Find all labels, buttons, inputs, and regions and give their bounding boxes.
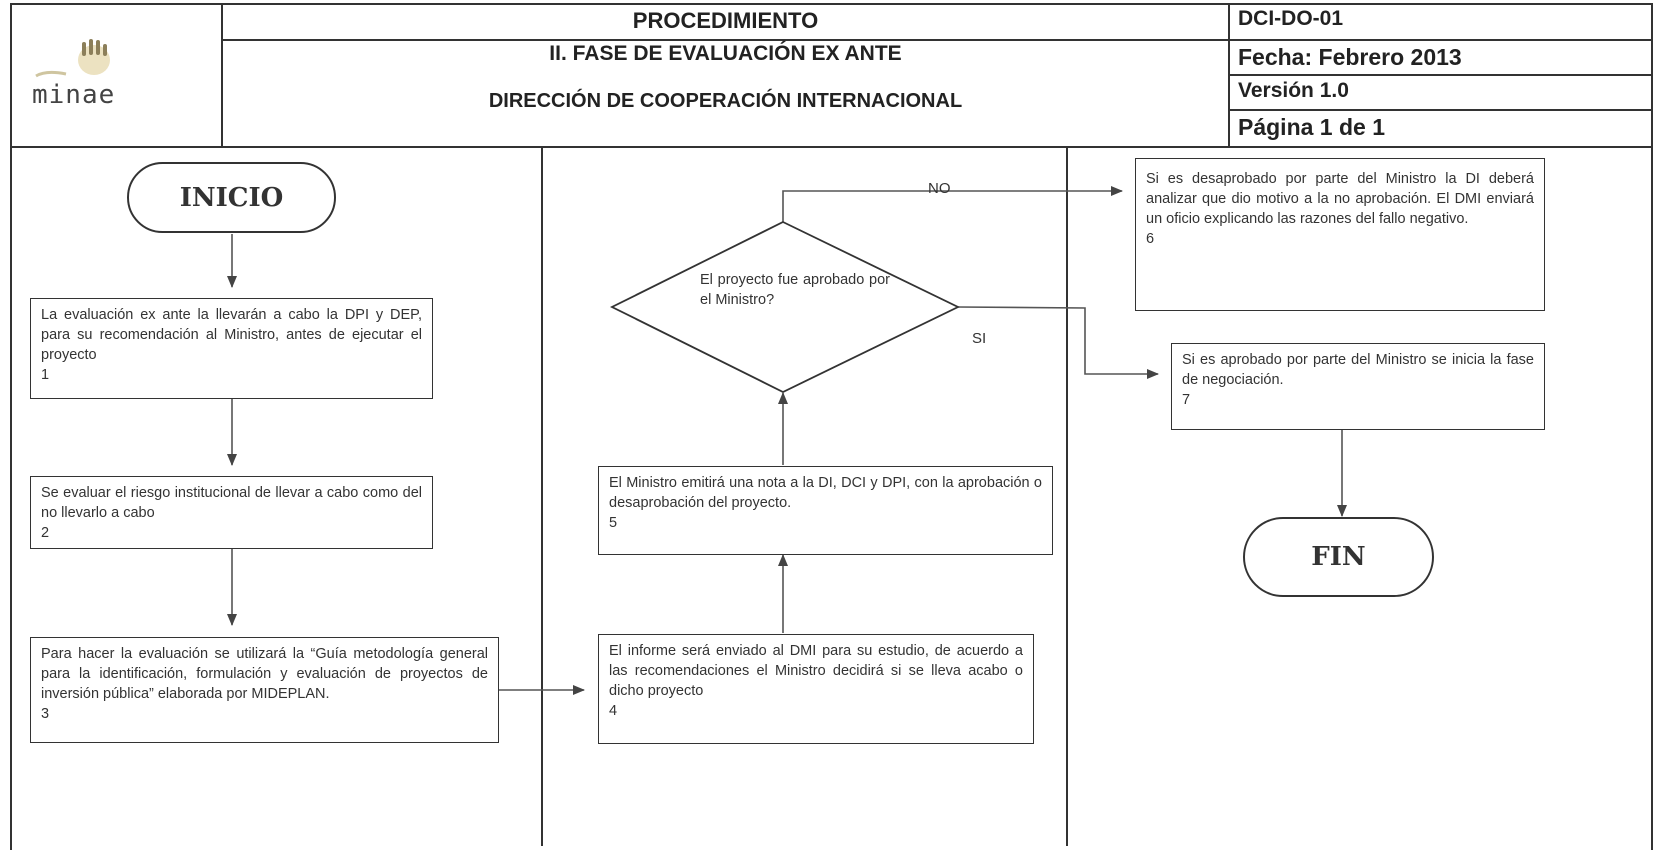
- decision-diamond: [609, 220, 961, 394]
- step-4-number: 4: [609, 703, 618, 719]
- step-6-number: 6: [1146, 231, 1155, 247]
- label-no: NO: [928, 180, 951, 197]
- flow-frame: [10, 147, 1653, 850]
- header-row-line-2: [1228, 39, 1653, 41]
- step-7-number: 7: [1182, 392, 1191, 408]
- header-row-line-4: [1228, 109, 1653, 111]
- phase-title: II. FASE DE EVALUACIÓN EX ANTE: [549, 42, 902, 65]
- column-divider-2: [1066, 147, 1068, 846]
- step-5-box: El Ministro emitirá una nota a la DI, DC…: [598, 466, 1053, 555]
- step-5-number: 5: [609, 515, 618, 531]
- arrow-si-to-step7: [957, 306, 1159, 379]
- document-code: DCI-DO-01: [1238, 7, 1344, 30]
- header-row-line-1: [221, 39, 1230, 41]
- step-2-box: Se evaluar el riesgo institucional de ll…: [30, 476, 433, 549]
- step-1-text: La evaluación ex ante la llevarán a cabo…: [41, 307, 422, 363]
- document-version: Versión 1.0: [1238, 79, 1349, 102]
- step-5-text: El Ministro emitirá una nota a la DI, DC…: [609, 475, 1042, 511]
- step-4-box: El informe será enviado al DMI para su e…: [598, 634, 1034, 744]
- step-6-text: Si es desaprobado por parte del Ministro…: [1146, 171, 1534, 227]
- column-divider-1: [541, 147, 543, 846]
- step-1-box: La evaluación ex ante la llevarán a cabo…: [30, 298, 433, 399]
- header-divider-logo: [221, 3, 223, 148]
- document-date: Fecha: Febrero 2013: [1238, 44, 1462, 70]
- procedure-title: PROCEDIMIENTO: [632, 8, 819, 33]
- step-2-text: Se evaluar el riesgo institucional de ll…: [41, 485, 422, 521]
- step-2-number: 2: [41, 525, 50, 541]
- step-7-text: Si es aprobado por parte del Ministro se…: [1182, 352, 1534, 388]
- logo-text: minae: [32, 80, 116, 110]
- decision-text: El proyecto fue aprobado por el Ministro…: [700, 272, 890, 308]
- step-1-number: 1: [41, 367, 50, 383]
- arrow-no-to-step6: [782, 186, 1123, 222]
- start-terminal: INICIO: [127, 162, 336, 233]
- hand-icon: [35, 39, 110, 78]
- document-page: Página 1 de 1: [1238, 114, 1386, 140]
- header-row-line-3: [1228, 74, 1653, 76]
- step-3-box: Para hacer la evaluación se utilizará la…: [30, 637, 499, 743]
- minae-logo: minae: [26, 30, 206, 120]
- step-7-box: Si es aprobado por parte del Ministro se…: [1171, 343, 1545, 430]
- end-terminal: FIN: [1243, 517, 1434, 597]
- department-title: DIRECCIÓN DE COOPERACIÓN INTERNACIONAL: [488, 90, 963, 112]
- step-3-text: Para hacer la evaluación se utilizará la…: [41, 646, 488, 702]
- label-si: SI: [972, 330, 987, 347]
- step-3-number: 3: [41, 706, 50, 722]
- step-4-text: El informe será enviado al DMI para su e…: [609, 643, 1023, 699]
- step-6-box: Si es desaprobado por parte del Ministro…: [1135, 158, 1545, 311]
